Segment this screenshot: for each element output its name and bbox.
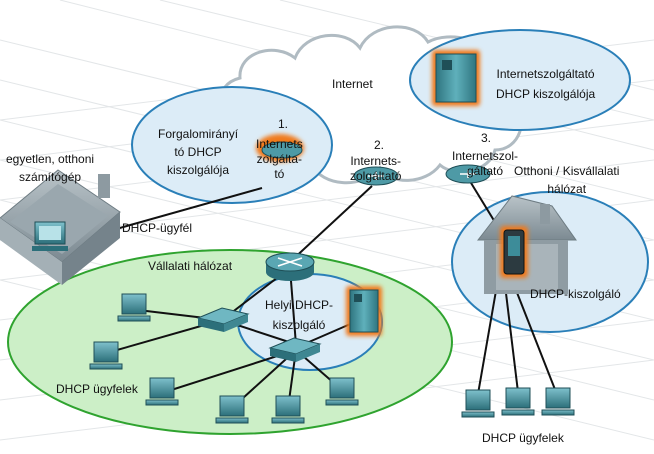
single-home-label-line1: egyetlen, otthoni <box>6 152 95 166</box>
isp-3-label: Internetszol- gáltató <box>452 149 518 179</box>
soho-network-label: Otthoni / Kisvállalati hálózat <box>514 162 619 198</box>
local-dhcp-server-label-line2: kiszolgáló <box>272 318 326 332</box>
router-dhcp-server-label-line1: Forgalomirányí <box>158 127 239 141</box>
client-pcs-right <box>461 387 575 418</box>
single-home-label: egyetlen, otthoni számítógép <box>6 150 94 186</box>
isp-2-label: Internets- zolgáltató <box>350 154 401 184</box>
step-3-number: 3. <box>481 131 492 145</box>
right-dhcp-clients-label: DHCP ügyfelek <box>482 431 564 445</box>
switch-2-icon <box>268 337 322 362</box>
isp-1-label-line3: tó <box>274 167 285 181</box>
local-dhcp-server-label-line1: Helyi DHCP- <box>265 298 334 312</box>
isp-3-label-line2: gáltató <box>467 164 504 178</box>
router-dhcp-server-label: Forgalomirányí tó DHCP kiszolgálója <box>158 125 238 179</box>
isp-3-label-line1: Internetszol- <box>452 149 519 163</box>
router-dhcp-server-label-line3: kiszolgálója <box>166 163 230 177</box>
corporate-network-label: Vállalati hálózat <box>148 259 233 273</box>
isp-1-label: Internets zolgálta- tó <box>256 137 303 182</box>
home-computer-icon <box>32 221 68 251</box>
soho-dhcp-server-label: DHCP-kiszolgáló <box>530 287 621 301</box>
isp-dhcp-server-label-line1: Internetszolgáltató <box>496 67 595 81</box>
step-1-number: 1. <box>278 117 289 131</box>
isp-1-label-line2: zolgálta- <box>256 152 303 166</box>
corporate-router-icon <box>265 252 315 281</box>
local-dhcp-server-label: Helyi DHCP- kiszolgáló <box>265 295 333 335</box>
router-server-ellipse <box>131 86 333 204</box>
switch-1-icon <box>196 307 250 332</box>
router-3-icon <box>445 164 491 184</box>
dhcp-client-label: DHCP-ügyfél <box>122 221 193 235</box>
isp-2-label-line1: Internets- <box>350 154 402 168</box>
router-2-icon <box>353 166 399 186</box>
soho-dhcp-server-icon <box>500 226 528 278</box>
router-1-icon <box>261 141 303 159</box>
home-house-icon <box>0 169 121 285</box>
isp-2-label-line2: zolgáltató <box>350 169 402 183</box>
soho-network-label-line2: hálózat <box>547 182 587 196</box>
isp-dhcp-server-icon <box>432 50 480 106</box>
soho-network-label-line1: Otthoni / Kisvállalati <box>514 164 620 178</box>
isp-dhcp-server-label-line2: DHCP kiszolgálója <box>496 87 596 101</box>
step-2-number: 2. <box>374 138 385 152</box>
isp-dhcp-server-label: Internetszolgáltató DHCP kiszolgálója <box>496 66 595 102</box>
isp-1-label-line1: Internets <box>256 137 303 151</box>
left-dhcp-clients-label: DHCP ügyfelek <box>56 382 138 396</box>
single-home-label-line2: számítógép <box>19 170 82 184</box>
client-pcs-left <box>89 293 359 424</box>
internet-label: Internet <box>332 77 373 91</box>
local-dhcp-server-icon <box>346 286 382 336</box>
router-dhcp-server-label-line2: tó DHCP <box>174 145 222 159</box>
